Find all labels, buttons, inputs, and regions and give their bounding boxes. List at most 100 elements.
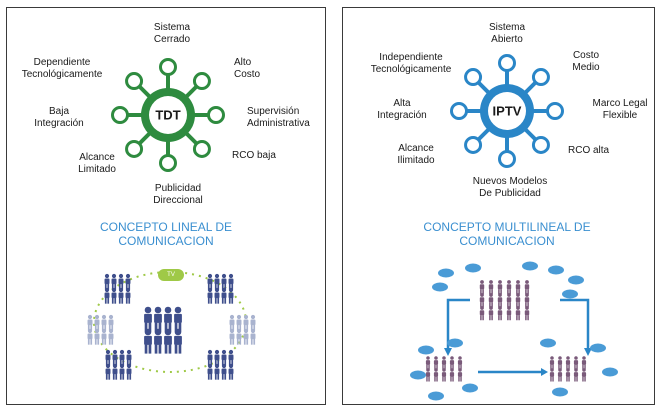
tdt-node: [125, 72, 144, 91]
tdt-group-bottom-left: [126, 363, 132, 369]
tdt-group-top-left: [118, 287, 124, 293]
tdt-group-bottom-right-body: [228, 354, 234, 361]
tdt-group-top-right-leg: [231, 283, 234, 290]
iptv-group-top: [498, 306, 502, 310]
iptv-group-top-leg: [509, 315, 511, 321]
tdt-group-top-left-leg: [121, 283, 124, 290]
iptv-connector-right: [560, 298, 590, 352]
tdt-group-top-right-body: [228, 278, 234, 285]
iptv-group-top: [525, 280, 529, 284]
tdt-group-bottom-left-leg: [129, 359, 132, 366]
tdt-group-left-leg: [111, 324, 114, 331]
iptv-group-bottom-right-leg: [582, 364, 584, 370]
iptv-group-bottom-right: [582, 368, 586, 372]
iptv-group-top-leg: [527, 315, 529, 321]
iptv-hub-center: [488, 92, 526, 130]
iptv-group-top-leg: [516, 289, 518, 295]
iptv-network-bubble: [540, 338, 556, 348]
tdt-hub-label: TDT: [155, 107, 181, 123]
iptv-group-top-leg: [518, 289, 520, 295]
iptv-group-bottom-right-leg: [550, 376, 552, 382]
iptv-group-bottom-left-leg: [428, 376, 430, 382]
iptv-group-top: [498, 293, 502, 297]
tdt-center-person-leg: [164, 344, 168, 354]
iptv-network-bubble: [590, 343, 606, 353]
tdt-center-person: [164, 306, 172, 314]
tdt-group-top-right-leg: [207, 283, 210, 290]
iptv-group-top-body: [506, 284, 512, 290]
iptv-group-top-body: [488, 310, 494, 316]
tdt-center-person: [144, 306, 152, 314]
tdt-label-alto-costo: Alto Costo: [234, 57, 261, 80]
tdt-group-bottom-right-body: [214, 354, 220, 361]
tdt-center-person-body: [174, 335, 182, 345]
iptv-group-bottom-right-body: [581, 372, 587, 377]
tdt-center-person-leg: [174, 322, 178, 332]
tdt-group-bottom-left-body: [119, 354, 125, 361]
iptv-group-top-body: [497, 284, 503, 290]
tdt-group-top-right-leg: [231, 297, 234, 304]
iptv-group-top: [489, 293, 493, 297]
tdt-center-person-leg: [178, 344, 182, 354]
tdt-group-bottom-right-body: [228, 368, 234, 375]
tdt-group-bottom-right: [207, 363, 213, 369]
tdt-group-top-right-leg: [217, 297, 220, 304]
tdt-group-right-body: [229, 319, 235, 326]
tdt-center-person-leg: [158, 322, 162, 332]
iptv-group-bottom-left-body: [425, 360, 431, 365]
tdt-group-left: [108, 314, 114, 320]
tdt-group-top-right-leg: [224, 297, 227, 304]
iptv-network-bubble: [522, 261, 538, 271]
iptv-node: [498, 54, 516, 72]
iptv-group-top-leg: [507, 315, 509, 321]
iptv-group-bottom-left-leg: [442, 376, 444, 382]
tdt-center-person-leg: [164, 322, 168, 332]
tdt-group-right-leg: [239, 324, 242, 331]
tdt-group-bottom-left-leg: [119, 373, 122, 380]
iptv-group-top-leg: [480, 289, 482, 295]
iptv-group-bottom-left-leg: [426, 376, 428, 382]
iptv-group-bottom-right-body: [573, 360, 579, 365]
tdt-group-top-left-leg: [114, 297, 117, 304]
tdt-group-bottom-right-leg: [224, 373, 227, 380]
tdt-group-top-right-body: [228, 292, 234, 299]
tdt-group-bottom-left-leg: [108, 359, 111, 366]
iptv-group-top-leg: [480, 302, 482, 308]
iptv-network-bubble: [562, 289, 578, 299]
iptv-group-top: [507, 280, 511, 284]
tdt-group-right-leg: [243, 338, 246, 345]
iptv-connector-left: [446, 298, 470, 352]
tdt-group-right-leg: [253, 324, 256, 331]
iptv-panel: [342, 7, 655, 405]
tdt-group-right: [236, 328, 242, 334]
tdt-group-bottom-left: [112, 363, 118, 369]
tdt-group-top-right-leg: [214, 297, 217, 304]
iptv-group-top-body: [524, 284, 530, 290]
tdt-group-right: [229, 328, 235, 334]
tdt-group-left-leg: [90, 338, 93, 345]
iptv-concept-title: CONCEPTO MULTILINEAL DE COMUNICACION: [423, 220, 591, 248]
iptv-group-bottom-left-leg: [428, 364, 430, 370]
iptv-group-bottom-right-leg: [558, 376, 560, 382]
iptv-group-top: [507, 293, 511, 297]
tdt-group-bottom-left-leg: [105, 359, 108, 366]
iptv-network-bubble: [447, 338, 463, 348]
iptv-group-bottom-right-leg: [560, 376, 562, 382]
tdt-group-top-left-leg: [118, 283, 121, 290]
iptv-label-sistema-abierto: Sistema Abierto: [488, 22, 526, 45]
iptv-group-bottom-left-body: [457, 372, 463, 377]
tdt-center-person-leg: [178, 322, 182, 332]
tdt-center-person: [174, 328, 182, 336]
tdt-group-bottom-left-leg: [112, 359, 115, 366]
iptv-network-bubble: [465, 263, 481, 273]
tdt-group-top-right-leg: [217, 283, 220, 290]
tdt-group-bottom-left-leg: [105, 373, 108, 380]
tdt-group-top-right-leg: [207, 297, 210, 304]
tdt-group-left-leg: [111, 338, 114, 345]
iptv-group-top-body: [524, 310, 530, 316]
tdt-group-right: [236, 314, 242, 320]
tdt-group-left-leg: [94, 338, 97, 345]
iptv-group-top: [525, 293, 529, 297]
iptv-group-top-body: [479, 284, 485, 290]
iptv-node: [498, 150, 516, 168]
